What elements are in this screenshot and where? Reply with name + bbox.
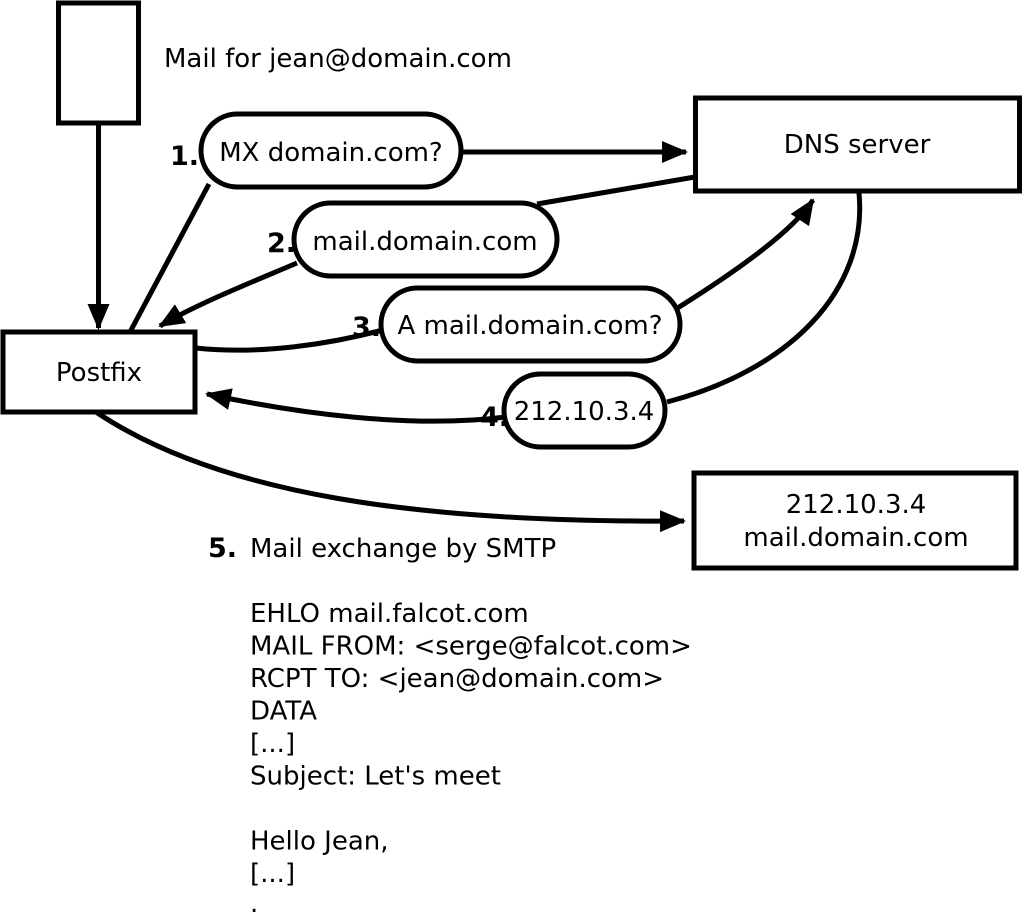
smtp-line: MAIL FROM: <serge@falcot.com> (250, 632, 692, 662)
step3-pill: 3. A mail.domain.com? (352, 285, 683, 364)
smtp-transcript: EHLO mail.falcot.com MAIL FROM: <serge@f… (250, 599, 692, 919)
arrow-step2-to-postfix (158, 260, 298, 329)
smtp-line: DATA (250, 697, 317, 727)
step5-caption: 5. Mail exchange by SMTP (208, 533, 556, 564)
dns-server-label: DNS server (784, 130, 931, 160)
postfix-box (0, 329, 198, 415)
smtp-line: . (250, 889, 258, 919)
step3-bubble (378, 285, 683, 364)
step2-bubble (291, 200, 560, 279)
connector-dns-to-step2 (536, 174, 696, 207)
step4-label: 212.10.3.4 (514, 397, 655, 427)
arrow-step3-to-dns (674, 198, 816, 312)
connector-postfix-to-step1 (127, 182, 212, 334)
step3-label: A mail.domain.com? (398, 311, 663, 341)
mail-for-label: Mail for jean@domain.com (164, 44, 512, 74)
step2-pill: 2. mail.domain.com (267, 200, 560, 279)
smtp-line: Hello Jean, (250, 827, 389, 857)
step4-bubble (501, 371, 668, 450)
step2-number: 2. (267, 228, 296, 259)
connector-dns-to-step4 (666, 192, 863, 405)
smtp-line: [...] (250, 729, 295, 759)
arrow-postfix-to-mailserver (94, 409, 686, 533)
smtp-line: [...] (250, 859, 295, 889)
mailserver-box (691, 470, 1019, 571)
smtp-line: RCPT TO: <jean@domain.com> (250, 664, 664, 694)
step1-label: MX domain.com? (219, 138, 442, 168)
step5-label: Mail exchange by SMTP (250, 534, 556, 564)
arrow-step4-to-postfix (205, 388, 507, 424)
connector-postfix-to-step3 (195, 327, 384, 353)
step1-number: 1. (170, 141, 199, 172)
smtp-line: Subject: Let's meet (250, 762, 501, 792)
postfix-label: Postfix (56, 358, 142, 388)
dns-server-box (693, 95, 1022, 194)
smtp-line: EHLO mail.falcot.com (250, 599, 529, 629)
mail-message-box (56, 0, 141, 126)
mailserver-hostname-label: mail.domain.com (743, 523, 968, 553)
step4-pill: 4. 212.10.3.4 (480, 371, 668, 450)
step1-pill: 1. MX domain.com? (170, 111, 464, 190)
step2-label: mail.domain.com (312, 227, 537, 257)
step5-number: 5. (208, 533, 237, 564)
step1-bubble (198, 111, 464, 190)
step3-number: 3. (352, 312, 381, 343)
mailserver-ip-label: 212.10.3.4 (786, 490, 927, 520)
